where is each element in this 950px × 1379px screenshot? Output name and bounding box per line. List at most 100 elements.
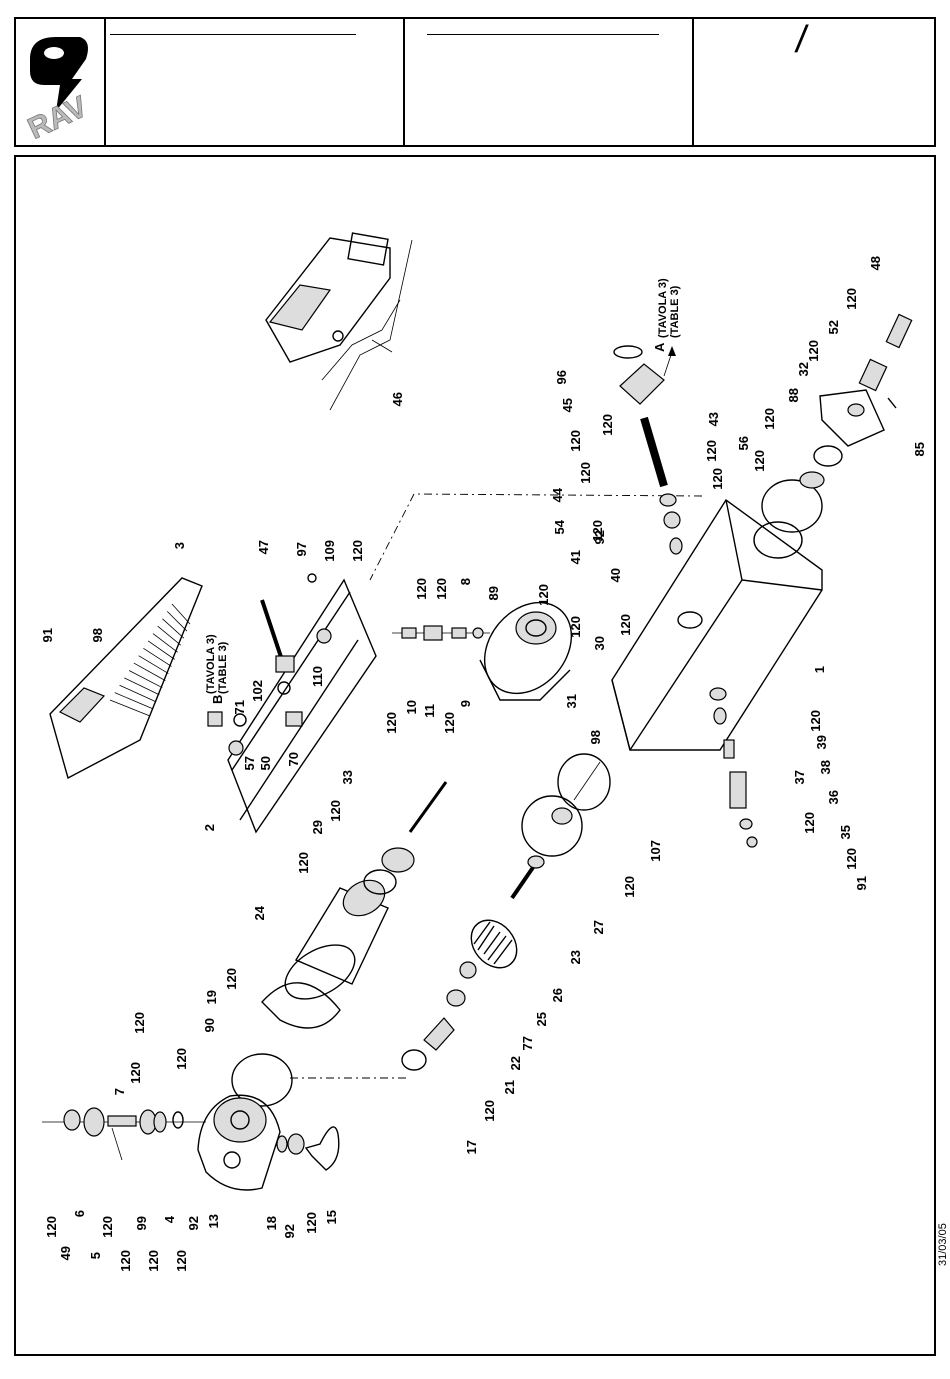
- grille-slat: [162, 618, 185, 639]
- part-number-110: 110: [310, 666, 325, 687]
- part-number-46: 46: [390, 392, 405, 406]
- part-number-120: 120: [802, 812, 817, 834]
- part-number-22: 22: [508, 1056, 523, 1070]
- part-number-21: 21: [502, 1080, 517, 1094]
- rod-33: [408, 781, 448, 833]
- part-number-120: 120: [304, 1212, 319, 1234]
- grille-slat: [114, 692, 154, 710]
- part-number-15: 15: [324, 1210, 339, 1224]
- part-number-120: 120: [622, 876, 637, 898]
- part-number-91: 91: [854, 876, 869, 890]
- part-number-26: 26: [550, 988, 565, 1002]
- title-block: RAV /: [14, 17, 936, 147]
- cover-32-assembly: [761, 313, 913, 533]
- part-number-9: 9: [458, 700, 473, 707]
- rod-47: [260, 599, 284, 661]
- title-rule-2: [427, 34, 659, 35]
- title-rule-1: [110, 34, 356, 35]
- cylinder-24: [284, 879, 389, 1000]
- part-number-31: 31: [564, 694, 579, 708]
- part-number-120: 120: [100, 1216, 115, 1238]
- part-number-98: 98: [588, 730, 603, 744]
- part-number-97: 97: [294, 542, 309, 556]
- grille-slat: [133, 662, 166, 681]
- part-number-4: 4: [162, 1215, 177, 1223]
- drain-assembly: [709, 687, 758, 848]
- grille-slat: [143, 647, 172, 667]
- part-number-48: 48: [868, 256, 883, 270]
- part-number-17: 17: [464, 1140, 479, 1154]
- piston-assembly: [401, 753, 611, 1071]
- grille-slat: [147, 640, 175, 660]
- tavola-label-b: (TAVOLA 3): [205, 634, 217, 694]
- part-number-120: 120: [146, 1250, 161, 1272]
- part-number-120: 120: [128, 1062, 143, 1084]
- part-number-88: 88: [786, 388, 801, 402]
- part-number-120: 120: [350, 540, 365, 562]
- valve-stack: [392, 625, 490, 641]
- part-number-39: 39: [814, 735, 829, 749]
- part-number-8: 8: [458, 578, 473, 585]
- drawing-date: 31/03/05: [937, 1223, 949, 1266]
- housing-18: [197, 1094, 281, 1191]
- o-ring-120-large: [231, 1053, 293, 1107]
- part-number-35: 35: [838, 825, 853, 839]
- table-3-reference-b: B (TAVOLA 3) (TABLE 3): [205, 634, 229, 704]
- grille-slat: [152, 633, 178, 653]
- part-number-98: 98: [90, 628, 105, 642]
- part-number-7: 7: [112, 1088, 127, 1095]
- title-field-1: [106, 19, 405, 145]
- part-number-36: 36: [826, 790, 841, 804]
- flange-31: [479, 601, 573, 701]
- part-number-45: 45: [560, 398, 575, 412]
- part-number-40: 40: [608, 568, 623, 582]
- part-number-120: 120: [752, 450, 767, 472]
- grille-slat: [128, 670, 163, 689]
- inset-view-46: [265, 232, 413, 411]
- part-number-50: 50: [258, 756, 273, 770]
- part-number-13: 13: [206, 1214, 221, 1228]
- part-number-49: 49: [58, 1246, 73, 1260]
- part-number-44: 44: [550, 487, 565, 502]
- part-number-43: 43: [706, 412, 721, 426]
- part-number-109: 109: [322, 540, 337, 562]
- part-number-30: 30: [592, 636, 607, 650]
- part-number-52: 52: [826, 320, 841, 334]
- tavola-label-a: (TAVOLA 3): [657, 278, 669, 338]
- grille-cover-3: [49, 577, 203, 780]
- part-number-41: 41: [568, 550, 583, 564]
- title-field-2: [405, 19, 694, 145]
- part-number-120: 120: [844, 288, 859, 310]
- part-number-47: 47: [256, 540, 271, 554]
- part-number-92: 92: [282, 1224, 297, 1238]
- part-number-89: 89: [486, 586, 501, 600]
- grille-slat: [138, 655, 169, 674]
- part-number-120: 120: [384, 712, 399, 734]
- drawing-frame: [14, 155, 936, 1356]
- part-number-120: 120: [590, 520, 605, 542]
- point-a-label: A: [652, 342, 667, 352]
- knob-16: [276, 1126, 340, 1171]
- part-number-91: 91: [40, 628, 55, 642]
- part-number-99: 99: [134, 1216, 149, 1230]
- part-number-120: 120: [174, 1048, 189, 1070]
- part-number-120: 120: [132, 1012, 147, 1034]
- part-number-25: 25: [534, 1012, 549, 1026]
- part-number-6: 6: [72, 1210, 87, 1217]
- part-number-120: 120: [704, 440, 719, 462]
- part-number-85: 85: [912, 442, 927, 456]
- part-number-33: 33: [340, 770, 355, 784]
- o-ring-120-upper: [363, 869, 397, 895]
- logo-cell: RAV: [16, 19, 106, 145]
- part-number-71: 71: [232, 700, 247, 714]
- valve-block-b: [207, 573, 332, 756]
- part-number-1: 1: [812, 666, 827, 673]
- grille-slat: [171, 603, 191, 625]
- part-number-19: 19: [204, 990, 219, 1004]
- part-number-120: 120: [296, 852, 311, 874]
- part-number-96: 96: [554, 370, 569, 384]
- part-number-120: 120: [568, 430, 583, 452]
- table-3-reference-a: A (TAVOLA 3) (TABLE 3): [652, 278, 681, 352]
